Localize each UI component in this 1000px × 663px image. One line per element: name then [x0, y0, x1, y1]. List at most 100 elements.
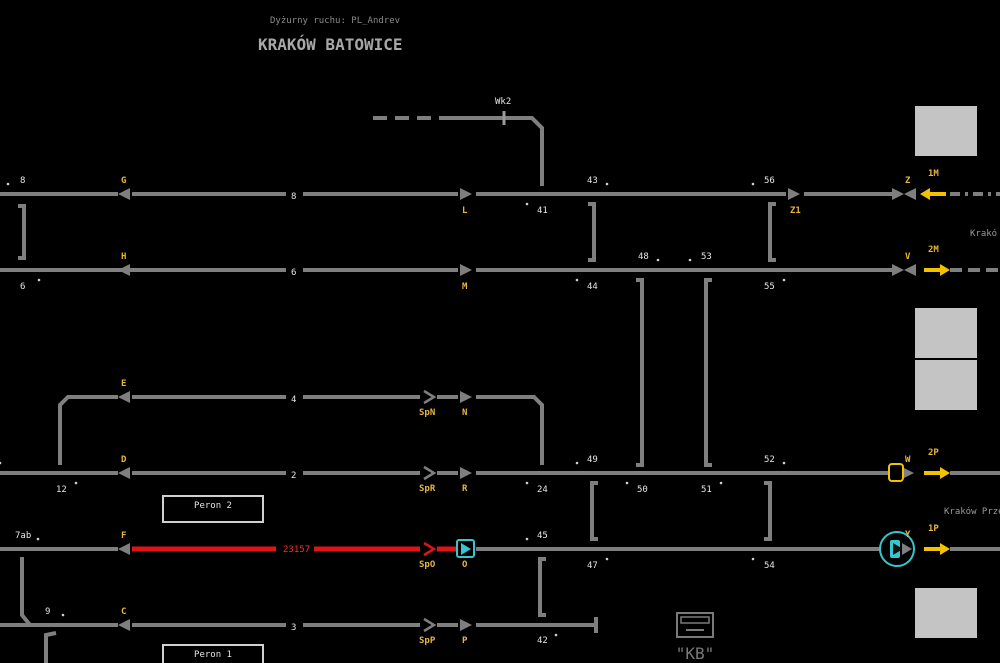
signal-y-selector[interactable]	[879, 531, 915, 567]
label-47: 47	[587, 561, 598, 571]
label-6-left: 6	[20, 282, 25, 292]
crossover-24-47[interactable]	[590, 481, 598, 541]
kb-console-screen	[680, 616, 710, 624]
signal-z-label[interactable]: Z	[905, 176, 911, 186]
label-8-left: 8	[20, 176, 25, 186]
label-55: 55	[764, 282, 775, 292]
signal-n-arrow[interactable]	[460, 391, 472, 403]
signal-m-label[interactable]: M	[462, 282, 468, 292]
signal-v-label[interactable]: V	[905, 252, 911, 262]
signal-n-label[interactable]: N	[462, 408, 467, 418]
signal-y-arrow[interactable]	[893, 543, 903, 555]
signal-r-arrow[interactable]	[460, 467, 472, 479]
signal-o-arrow[interactable]	[461, 543, 471, 555]
signal-y-label[interactable]: Y	[905, 530, 911, 540]
platform-2	[162, 495, 264, 523]
signals	[118, 188, 916, 631]
label-43: 43	[587, 176, 598, 186]
wk2-track[interactable]	[450, 116, 544, 186]
outbound-lines	[950, 192, 1000, 551]
label-54: 54	[764, 561, 775, 571]
crossover-41-44[interactable]	[588, 202, 596, 262]
signal-z-in-arrow[interactable]	[892, 188, 904, 200]
route-1p-icon[interactable]	[924, 543, 950, 555]
label-9: 9	[45, 607, 50, 617]
signal-e-arrow[interactable]	[118, 391, 130, 403]
route-2m-label[interactable]: 2M	[928, 245, 939, 255]
signal-z1-arrow[interactable]	[788, 188, 800, 200]
signal-d-arrow[interactable]	[118, 467, 130, 479]
signal-w-arrow[interactable]	[902, 467, 914, 479]
signal-r-label[interactable]: R	[462, 484, 468, 494]
signal-f-label[interactable]: F	[121, 531, 126, 541]
block-section-2[interactable]	[915, 308, 977, 358]
label-42: 42	[537, 636, 548, 646]
label-24: 24	[537, 485, 548, 495]
block-section-1[interactable]	[915, 106, 977, 156]
block-section-4[interactable]	[915, 588, 977, 638]
signal-v-in-arrow[interactable]	[892, 264, 904, 276]
signal-z-out-arrow[interactable]	[904, 188, 916, 200]
label-44: 44	[587, 282, 598, 292]
signal-e-label[interactable]: E	[121, 379, 126, 389]
crossover-z1-55[interactable]	[768, 202, 776, 262]
kb-panel[interactable]: "KB"	[676, 612, 715, 663]
signal-p-label[interactable]: P	[462, 636, 468, 646]
route-1m-icon[interactable]	[920, 188, 946, 200]
route-1p-label[interactable]: 1P	[928, 524, 939, 534]
shunt-spr-icon[interactable]	[423, 465, 437, 481]
signal-g-label[interactable]: G	[121, 176, 126, 186]
shunt-spp-icon[interactable]	[423, 617, 437, 633]
signal-c-arrow[interactable]	[118, 619, 130, 631]
label-48: 48	[638, 252, 649, 262]
route-2p-label[interactable]: 2P	[928, 448, 939, 458]
route-2m-icon[interactable]	[924, 264, 950, 276]
signal-p-arrow[interactable]	[460, 619, 472, 631]
labels: Wk2 8 G 8 L 43 41 56 Z1 Z 1M Krakó H 6 6…	[15, 97, 1000, 646]
signal-d-label[interactable]: D	[121, 455, 127, 465]
signal-v-out-arrow[interactable]	[904, 264, 916, 276]
signal-w-label[interactable]: W	[905, 455, 911, 465]
kb-console-icon[interactable]	[676, 612, 714, 638]
signal-o-selector[interactable]	[456, 539, 475, 558]
shunt-spn-icon[interactable]	[423, 389, 437, 405]
crossover-8-6[interactable]	[18, 204, 26, 260]
label-2: 2	[291, 471, 296, 481]
label-12: 12	[56, 485, 67, 495]
signal-h-arrow[interactable]	[118, 264, 130, 276]
crossover-9[interactable]	[44, 631, 57, 663]
direction-krakow-prz-label: Kraków Prze	[944, 506, 1000, 517]
signal-l-label[interactable]: L	[462, 206, 468, 216]
signal-w-selector[interactable]	[888, 463, 904, 482]
shunt-spr-label[interactable]: SpR	[419, 484, 436, 494]
shunt-spo-icon[interactable]	[423, 541, 437, 557]
route-2p-icon[interactable]	[924, 467, 950, 479]
train-number[interactable]: 23157	[283, 545, 310, 555]
signal-c-label[interactable]: C	[121, 607, 126, 617]
signal-o-label[interactable]: O	[462, 560, 468, 570]
crossover-48-50[interactable]	[636, 278, 644, 467]
signal-l-arrow[interactable]	[460, 188, 472, 200]
crossover-53-51[interactable]	[704, 278, 712, 467]
track-n-link[interactable]	[476, 395, 544, 465]
crossover-45-42[interactable]	[538, 557, 546, 617]
signal-z1-label[interactable]: Z1	[790, 206, 801, 216]
crossover-7-3[interactable]	[20, 557, 32, 627]
signal-y-rev-arrow[interactable]	[902, 543, 912, 555]
crossover-52-54[interactable]	[764, 481, 772, 541]
platform-2-label: Peron 2	[194, 501, 232, 511]
block-section-3[interactable]	[915, 360, 977, 410]
platform-1	[162, 644, 264, 663]
route-1m-label[interactable]: 1M	[928, 169, 939, 179]
signal-f-arrow[interactable]	[118, 543, 130, 555]
shunt-spn-label[interactable]: SpN	[419, 408, 435, 418]
signal-h-label[interactable]: H	[121, 252, 126, 262]
shunt-spo-label[interactable]: SpO	[419, 560, 436, 570]
label-50: 50	[637, 485, 648, 495]
signal-g-arrow[interactable]	[118, 188, 130, 200]
track-e-link[interactable]	[58, 395, 118, 465]
signal-m-arrow[interactable]	[460, 264, 472, 276]
shunt-spp-label[interactable]: SpP	[419, 636, 436, 646]
label-45: 45	[537, 531, 548, 541]
label-3: 3	[291, 623, 296, 633]
